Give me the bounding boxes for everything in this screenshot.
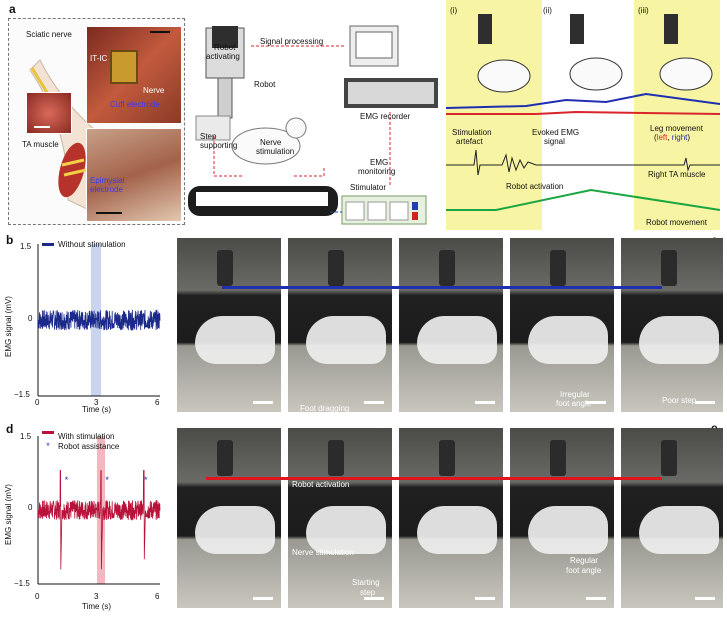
label-step-supporting-2: supporting <box>200 141 238 150</box>
chart-d: * * * * <box>37 431 161 585</box>
label-right-ta-muscle: Right TA muscle <box>648 170 706 179</box>
chart-b-xlabel: Time (s) <box>82 405 112 414</box>
label-robot-activating-2: activating <box>206 52 240 61</box>
label-emg-recorder: EMG recorder <box>360 112 411 121</box>
label-signal-processing: Signal processing <box>260 37 324 46</box>
chart-d-xtick-6: 6 <box>155 592 160 601</box>
panel-label-b: b <box>6 233 14 247</box>
c-frame-5 <box>621 238 723 412</box>
scalebar-2 <box>34 126 50 128</box>
label-nerve: Nerve <box>143 86 165 95</box>
label-robot: Robot <box>254 80 276 89</box>
label-evoked-emg-2: signal <box>544 137 565 146</box>
e-frame-4 <box>510 428 614 608</box>
label-stimulator: Stimulator <box>350 183 387 192</box>
legend-star: * <box>46 441 50 451</box>
chart-d-xtick-3: 3 <box>94 592 99 601</box>
chart-b-xtick-6: 6 <box>155 398 160 407</box>
emg-trace <box>37 309 161 331</box>
robot-assistance-marker: * <box>105 475 109 485</box>
label-electrode: electrode <box>90 185 123 194</box>
e-nerve-stimulation: Nerve stimulation <box>292 548 354 557</box>
label-stim-artefact-2: artefact <box>456 137 483 146</box>
label-leg-movement-lr: (left, right) <box>654 133 691 142</box>
chart-d-xtick-0: 0 <box>35 592 40 601</box>
scalebar-1 <box>150 31 170 33</box>
scalebar-3 <box>96 212 122 214</box>
label-emg-monitoring-2: monitoring <box>358 167 396 176</box>
c-frame-1 <box>177 238 281 412</box>
chart-d-xlabel: Time (s) <box>82 602 112 611</box>
label-nerve-stimulation-2: stimulation <box>256 147 295 156</box>
label-sciatic-nerve: Sciatic nerve <box>26 30 72 39</box>
label-step-supporting-1: Step <box>200 132 217 141</box>
robot-assistance-marker: * <box>144 475 148 485</box>
chart-b-ytick-bottom: −1.5 <box>14 390 30 399</box>
label-nerve-stimulation-1: Nerve <box>260 138 282 147</box>
label-epimysial: Epimysial <box>90 176 125 185</box>
label-robot-activating-1: Robot <box>214 43 236 52</box>
legend-swatch <box>42 243 54 246</box>
e-regular-2: foot angle <box>566 566 602 575</box>
e-red-line <box>206 477 662 480</box>
label-leg-movement: Leg movement <box>650 124 703 133</box>
chart-d-ytick-mid: 0 <box>28 503 33 512</box>
e-frame-2 <box>288 428 392 608</box>
robot-assistance-marker: * <box>65 475 69 485</box>
panel-label-d: d <box>6 422 14 436</box>
e-frame-1 <box>177 428 281 608</box>
label-evoked-emg-1: Evoked EMG <box>532 128 580 137</box>
chart-b-xtick-0: 0 <box>35 398 40 407</box>
label-itic: IT-IC <box>90 54 108 63</box>
emg-trace <box>37 470 161 570</box>
legend-swatch <box>42 431 54 434</box>
label-ta-muscle: TA muscle <box>22 140 59 149</box>
c-frame-2 <box>288 238 392 412</box>
label-robot-activation: Robot activation <box>506 182 564 191</box>
c-foot-dragging: Foot dragging <box>300 404 350 413</box>
label-phase-i: (i) <box>450 6 458 15</box>
cuff-electrode-chip <box>110 50 138 84</box>
system-diagram <box>188 25 438 225</box>
c-frame-3 <box>399 238 503 412</box>
chart-d-ytick-top: 1.5 <box>20 432 32 441</box>
c-irregular-1: Irregular <box>560 390 590 399</box>
chart-d-ytick-bottom: −1.5 <box>14 579 30 588</box>
chart-b-legend: Without stimulation <box>58 240 126 249</box>
gait-traces <box>446 14 720 211</box>
chart-b-xtick-3: 3 <box>94 398 99 407</box>
chart-b <box>37 243 161 397</box>
label-stim-artefact-1: Stimulation <box>452 128 492 137</box>
c-blue-line <box>222 286 662 289</box>
chart-b-ytick-mid: 0 <box>28 314 33 323</box>
chart-d-legend-1: With stimulation <box>58 432 115 441</box>
c-poor-step: Poor step <box>662 396 697 405</box>
e-robot-activation: Robot activation <box>292 480 350 489</box>
surgery-photo-epimysial <box>86 128 182 222</box>
c-irregular-2: foot angle <box>556 399 592 408</box>
label-cuff-electrode: Cuff electrode <box>110 100 160 109</box>
label-robot-movement: Robot movement <box>646 218 707 227</box>
e-starting-2: step <box>360 588 376 597</box>
chart-d-ylabel: EMG signal (mV) <box>3 484 13 545</box>
chart-b-ytick-top: 1.5 <box>20 242 32 251</box>
label-phase-iii: (iii) <box>638 6 649 15</box>
label-phase-ii: (ii) <box>543 6 552 15</box>
e-frame-5 <box>621 428 723 608</box>
c-frame-4 <box>510 238 614 412</box>
chart-b-ylabel: EMG signal (mV) <box>3 296 13 357</box>
e-frame-3 <box>399 428 503 608</box>
e-regular-1: Regular <box>570 556 599 565</box>
panel-label-a: a <box>9 2 16 16</box>
chart-d-legend-2: Robot assistance <box>58 442 120 451</box>
e-starting-1: Starting <box>352 578 380 587</box>
label-emg-monitoring-1: EMG <box>370 158 389 167</box>
